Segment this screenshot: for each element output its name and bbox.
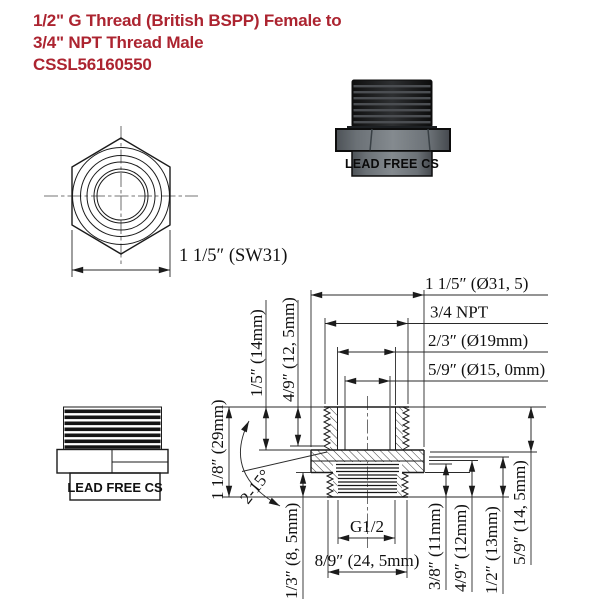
g-thread-label: G1/2: [350, 517, 384, 536]
taper-angle-label: 2-15°: [236, 466, 274, 508]
title-line-1: 1/2" G Thread (British BSPP) Female to: [33, 11, 342, 30]
front-view: 1 1/5″ (SW31): [44, 126, 287, 277]
title-sku: CSSL56160550: [33, 55, 152, 74]
section-view: [310, 396, 425, 548]
photo-thread-ridges: [353, 85, 431, 124]
dim-hex-width-label: 1 1/5″ (Ø31, 5): [425, 274, 528, 293]
dim-len11-label: 3/8″ (11mm): [425, 503, 444, 590]
chamfer-circle: [72, 147, 170, 245]
dim-len12-label: 4/9″ (12mm): [451, 504, 470, 592]
dim-dia19-label: 2/3″ (Ø19mm): [428, 331, 528, 350]
photo-body-label: LEAD FREE CS: [345, 157, 439, 171]
g-thread-profile-right: [400, 472, 410, 498]
product-title-block: 1/2" G Thread (British BSPP) Female to 3…: [33, 10, 342, 76]
dim-width245-label: 8/9″ (24, 5mm): [315, 551, 420, 570]
npt-wall-left: [330, 407, 338, 450]
photo-hex-nut: [335, 128, 451, 152]
side-view: LEAD FREE CS: [56, 406, 169, 501]
dim-dia15-label: 5/9″ (Ø15, 0mm): [428, 360, 545, 379]
npt-thread-profile-left: [322, 406, 332, 450]
g-thread-internal-lines: [336, 463, 399, 494]
product-photo: LEAD FREE CS: [335, 79, 451, 177]
g-thread-profile-left: [325, 472, 335, 498]
hex-outline: [71, 137, 171, 255]
npt-wall-right: [395, 407, 403, 450]
side-body: [69, 472, 161, 501]
title-line-2: 3/4" NPT Thread Male: [33, 33, 204, 52]
g-wall-right: [397, 473, 402, 497]
photo-body: [351, 150, 433, 177]
g-wall-left: [333, 473, 338, 497]
side-body-label: LEAD FREE CS: [67, 480, 163, 495]
dimension-annotations: 1 1/5″ (Ø31, 5) 3/4 NPT 2/3″ (Ø19mm) 5/9…: [208, 274, 548, 599]
npt-thread-profile-right: [401, 406, 411, 450]
bore-circle: [93, 168, 149, 224]
front-width-label: 1 1/5″ (SW31): [179, 246, 287, 266]
dim-len145-label: 5/9″ (14, 5mm): [510, 460, 529, 565]
dim-height29-label: 1 1/8″ (29mm): [208, 399, 227, 500]
dim-len85-label: 1/3″ (8, 5mm): [282, 503, 301, 599]
dim-len14-label: 1/5″ (14mm): [247, 309, 266, 397]
dim-len125-label: 4/9″ (12, 5mm): [279, 297, 298, 402]
dim-npt-label: 3/4 NPT: [430, 303, 489, 322]
side-thread-bands: [64, 409, 161, 449]
dim-len13-label: 1/2″ (13mm): [482, 506, 501, 594]
front-view-dimension: [71, 230, 171, 277]
